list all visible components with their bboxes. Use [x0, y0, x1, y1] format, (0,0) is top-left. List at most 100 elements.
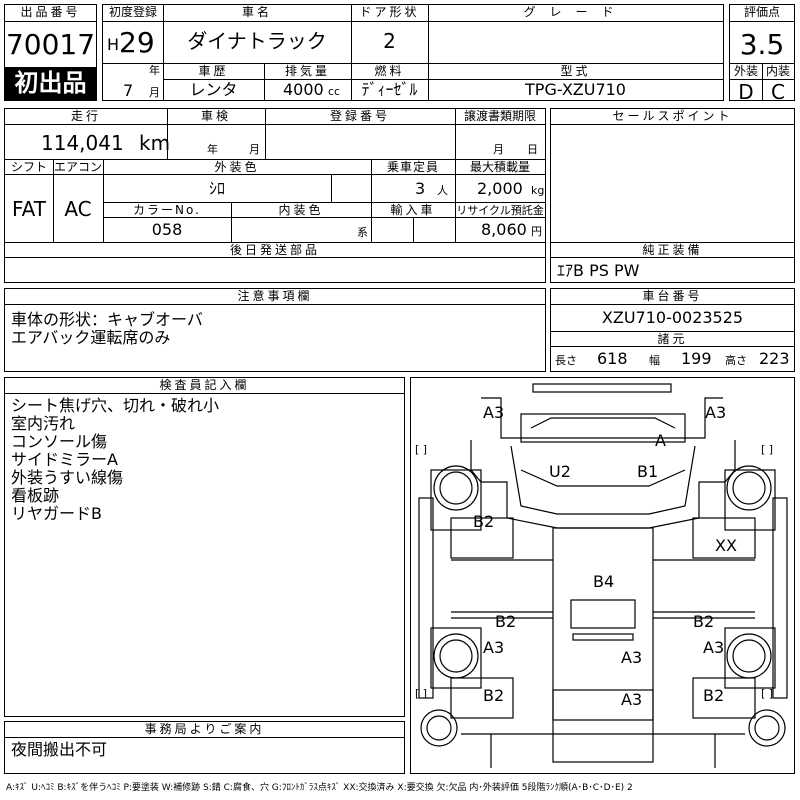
notes-label: 注意事項欄	[237, 289, 313, 303]
history-label: 車歴	[198, 64, 229, 78]
lot-box: 出品番号 70017 初出品	[4, 4, 97, 101]
reg-label: 初度登録	[108, 5, 157, 19]
damage-mark: A3	[621, 690, 643, 709]
displacement-unit: cc	[328, 85, 341, 98]
month-unit: 月	[149, 86, 160, 99]
chassis-box: 車台番号 XZU710-0023525 諸元 長さ 618 幅 199 高さ 2…	[550, 288, 795, 372]
transfer-day: 日	[527, 143, 538, 156]
office-box: 事務局よりご案内 夜間搬出不可	[4, 721, 405, 774]
color-label: 外装色	[214, 160, 260, 174]
width-label: 幅	[649, 354, 660, 367]
import-label: 輸入車	[390, 203, 436, 217]
list-item: コンソール傷	[11, 432, 108, 451]
mileage-unit: km	[139, 131, 171, 155]
interior-color-label: 内装色	[278, 203, 324, 217]
damage-mark: A3	[705, 403, 727, 422]
list-item: 外装うすい線傷	[11, 468, 124, 487]
color: ｼﾛ	[208, 179, 225, 198]
equipment-label: 純正装備	[642, 243, 703, 257]
length: 618	[597, 349, 628, 368]
notes-box: 注意事項欄 車体の形状：キャブオーバ エアバック運転席のみ	[4, 288, 546, 372]
damage-mark: B2	[495, 612, 517, 631]
height: 223	[759, 349, 790, 368]
interior-color-unit: 系	[357, 226, 368, 239]
model-label: 型式	[560, 64, 591, 78]
list-item: 看板跡	[11, 486, 60, 505]
damage-mark: B2	[483, 686, 505, 705]
year-unit: 年	[149, 64, 160, 77]
recycle-label: リサイクル預託金	[456, 204, 544, 217]
recycle-unit: 円	[531, 225, 542, 238]
spec-box: 走行 車検 登録番号 譲渡書類期限 114,041 km 年 月 月 日 シフト…	[4, 108, 546, 283]
capacity-label: 乗車定員	[386, 160, 439, 174]
color-no-label: カラーNo.	[133, 203, 201, 217]
ac: AC	[64, 197, 92, 221]
first-listing-badge: 初出品	[5, 67, 96, 100]
score-box: 評価点 3.5 外装 内装 D C	[729, 4, 795, 104]
car-name: ダイナトラック	[187, 29, 327, 53]
damage-mark: A3	[703, 638, 725, 657]
mileage: 114,041	[41, 131, 124, 155]
recycle: 8,060	[481, 220, 527, 239]
transfer-label: 譲渡書類期限	[463, 109, 536, 123]
inspector-list: シート焦げ穴、切れ・破れ小 室内汚れ コンソール傷 サイドミラーA 外装うすい線…	[11, 397, 219, 523]
damage-mark: B2	[693, 612, 715, 631]
damage-mark: A3	[483, 403, 505, 422]
mileage-label: 走行	[70, 109, 101, 123]
chassis: XZU710-0023525	[601, 308, 744, 327]
sales-point-label: セールスポイント	[612, 109, 733, 123]
fuel: ﾃﾞｨｰｾﾞﾙ	[361, 80, 418, 99]
plate-label: 登録番号	[329, 109, 390, 123]
damage-mark: A3	[621, 648, 643, 667]
bracket: [ ]	[761, 443, 774, 456]
lot-number: 70017	[5, 28, 96, 61]
sales-point-box: セールスポイント 純正装備 ｴｱB PS PW	[550, 108, 795, 283]
displacement-label: 排気量	[284, 64, 330, 78]
inspection-label: 車検	[200, 109, 231, 123]
doors: 2	[383, 29, 396, 53]
shift-label: シフト	[10, 160, 47, 174]
dims-label: 諸元	[657, 332, 688, 346]
history: レンタ	[189, 80, 238, 99]
reg-era: H	[107, 35, 120, 54]
damage-mark: XX	[715, 536, 737, 555]
insp-month-unit: 月	[249, 143, 260, 156]
chassis-label: 車台番号	[642, 289, 703, 303]
header-box: 初度登録 車名 ドア形状 グレード H 29 年 ダイナトラック 2 7 月 車…	[102, 4, 724, 101]
score-label: 評価点	[743, 5, 780, 19]
interior-grade: C	[771, 80, 785, 104]
office-label: 事務局よりご案内	[144, 722, 265, 736]
list-item: エアバック運転席のみ	[11, 328, 171, 347]
damage-mark: B1	[637, 462, 659, 481]
model: TPG-XZU710	[525, 80, 626, 99]
interior-label: 内装	[765, 64, 790, 78]
list-item: 車体の形状：キャブオーバ	[11, 310, 203, 329]
damage-mark: A3	[483, 638, 505, 657]
displacement: 4000	[283, 80, 324, 99]
fuel-label: 燃料	[374, 64, 405, 78]
shift: FAT	[11, 197, 46, 221]
load-unit: kg	[531, 184, 545, 197]
bracket: [ ]	[415, 443, 428, 456]
color-no: 058	[151, 220, 183, 239]
vehicle-diagram: A3 A3 A U2 B1 B2 XX B4 B2 B2 A3 A3 A3 A3…	[410, 377, 795, 774]
damage-mark: B4	[593, 572, 615, 591]
capacity: 3	[415, 179, 426, 198]
door-label: ドア形状	[359, 5, 420, 19]
capacity-unit: 人	[437, 184, 448, 197]
load-label: 最大積載量	[469, 160, 530, 174]
ac-label: エアコン	[53, 160, 102, 174]
exterior-grade: D	[738, 80, 754, 104]
exterior-label: 外装	[733, 64, 758, 78]
list-item: リヤガードB	[11, 504, 102, 523]
load: 2,000	[477, 179, 523, 198]
truck-diagram-svg	[418, 383, 788, 768]
car-name-label: 車名	[241, 5, 272, 19]
grade-label: グレード	[523, 5, 628, 19]
legend: A:ｷｽﾞ U:ﾍｺﾐ B:ｷｽﾞを伴うﾍｺﾐ P:要塗装 W:補修跡 S:錆 …	[6, 783, 633, 793]
transfer-month: 月	[493, 143, 504, 156]
inspector-box: 検査員記入欄 シート焦げ穴、切れ・破れ小 室内汚れ コンソール傷 サイドミラーA…	[4, 377, 405, 717]
inspector-label: 検査員記入欄	[159, 378, 250, 392]
damage-mark: A	[655, 431, 666, 450]
notes-list: 車体の形状：キャブオーバ エアバック運転席のみ	[11, 311, 203, 347]
